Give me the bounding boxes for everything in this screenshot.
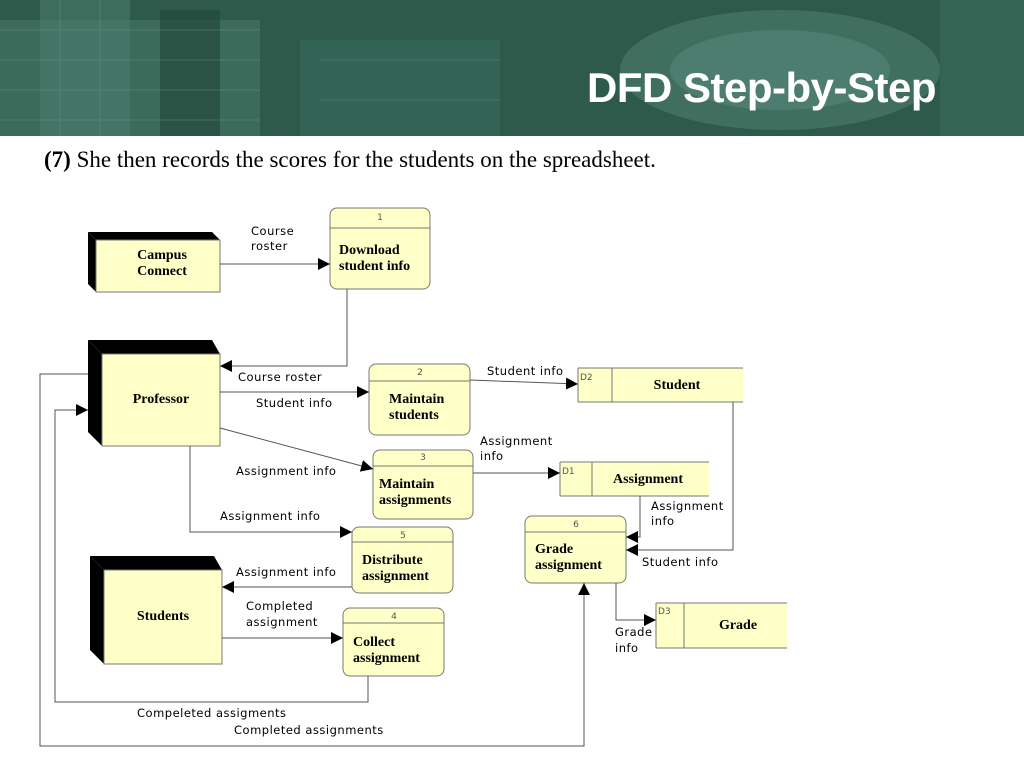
label-completed-assignment-1: Completed: [246, 599, 313, 613]
flow-grade-info: [615, 583, 656, 626]
store-d1-assignment: D1 Assignment: [559, 461, 709, 497]
slide-title: DFD Step-by-Step: [587, 64, 937, 111]
label-course-roster: Course roster: [238, 370, 322, 384]
campus-connect-label-1: Campus: [137, 248, 187, 263]
process-5-label-1: Distribute: [362, 553, 423, 568]
process-5: 5 Distribute assignment: [351, 526, 454, 594]
flow-lines: [39, 258, 734, 747]
label-assignment-info-p6-2: info: [651, 514, 675, 528]
process-6: 6 Grade assignment: [524, 515, 627, 584]
flow-course-roster-professor: [220, 289, 348, 372]
store-d3-name: Grade: [719, 618, 757, 633]
process-2: 2 Maintain students: [368, 363, 471, 436]
process-6-label-2: assignment: [535, 558, 602, 573]
professor-label: Professor: [133, 392, 190, 407]
store-d2-name: Student: [654, 378, 701, 393]
process-5-label-2: assignment: [362, 569, 429, 584]
students-label: Students: [137, 609, 190, 624]
process-6-label-1: Grade: [535, 542, 573, 557]
label-assignment-info-d1-1: Assignment: [480, 434, 553, 448]
flow-compeleted-assigments: [54, 404, 369, 703]
step-number: (7): [44, 147, 71, 172]
label-grade-info-1: Grade: [615, 625, 653, 639]
flow-assignment-info-p5: [189, 446, 352, 538]
store-d1-id: D1: [562, 467, 575, 477]
label-completed-assignment-2: assignment: [246, 615, 318, 629]
entity-professor: Professor: [88, 340, 221, 447]
entity-campus-connect: Campus Connect: [88, 232, 221, 293]
campus-connect-label-2: Connect: [137, 264, 187, 279]
label-assignment-info-students: Assignment info: [236, 565, 336, 579]
label-student-info-prof: Student info: [256, 396, 333, 410]
process-3-number: 3: [420, 453, 426, 463]
step-text: She then records the scores for the stud…: [76, 147, 656, 172]
process-2-number: 2: [417, 368, 423, 378]
store-d2-id: D2: [580, 373, 593, 383]
store-d3-id: D3: [658, 607, 671, 617]
flow-assignment-info-p6: [626, 496, 641, 543]
process-3-label-2: assignments: [379, 493, 452, 508]
process-1-label-2: student info: [339, 259, 410, 274]
label-compeleted-assigments: Compeleted assigments: [137, 706, 287, 720]
process-4-label-2: assignment: [353, 651, 420, 666]
flow-assignment-info-p3: [219, 427, 374, 472]
store-d3-grade: D3 Grade: [655, 602, 787, 649]
store-d2-student: D2 Student: [577, 367, 743, 403]
process-1: 1 Download student info: [329, 207, 431, 290]
process-4-label-1: Collect: [353, 635, 395, 650]
header-banner: DFD Step-by-Step: [0, 0, 1024, 136]
label-assignment-info-p6-1: Assignment: [651, 499, 724, 513]
process-4: 4 Collect assignment: [342, 607, 445, 677]
label-assignment-info-p3: Assignment info: [236, 464, 336, 478]
label-course-roster-top-1: Course: [251, 224, 294, 238]
flow-student-info-p6: [626, 402, 734, 556]
entity-students: Students: [90, 556, 223, 665]
store-d1-name: Assignment: [613, 472, 683, 487]
flow-completed-assignments: [39, 373, 590, 747]
header-background-image: [0, 0, 1024, 136]
flow-student-info-d2: [469, 377, 579, 390]
process-2-label-1: Maintain: [389, 392, 444, 407]
flow-labels: Course roster Course roster Student info…: [137, 224, 724, 737]
label-completed-assignments: Completed assignments: [234, 723, 384, 737]
process-1-number: 1: [377, 213, 383, 223]
process-6-number: 6: [573, 520, 579, 530]
process-4-number: 4: [391, 612, 397, 622]
process-5-number: 5: [400, 531, 406, 541]
label-course-roster-top-2: roster: [251, 239, 288, 253]
process-3: 3 Maintain assignments: [372, 449, 474, 520]
process-3-label-1: Maintain: [379, 477, 434, 492]
label-student-info-p6: Student info: [642, 555, 719, 569]
process-1-label-1: Download: [339, 243, 400, 258]
label-grade-info-2: info: [615, 641, 639, 655]
slide-description: (7) She then records the scores for the …: [44, 147, 656, 173]
label-student-info-d2: Student info: [487, 364, 564, 378]
process-2-label-2: students: [389, 408, 439, 423]
label-assignment-info-d1-2: info: [480, 449, 504, 463]
label-assignment-info-p5: Assignment info: [220, 509, 320, 523]
